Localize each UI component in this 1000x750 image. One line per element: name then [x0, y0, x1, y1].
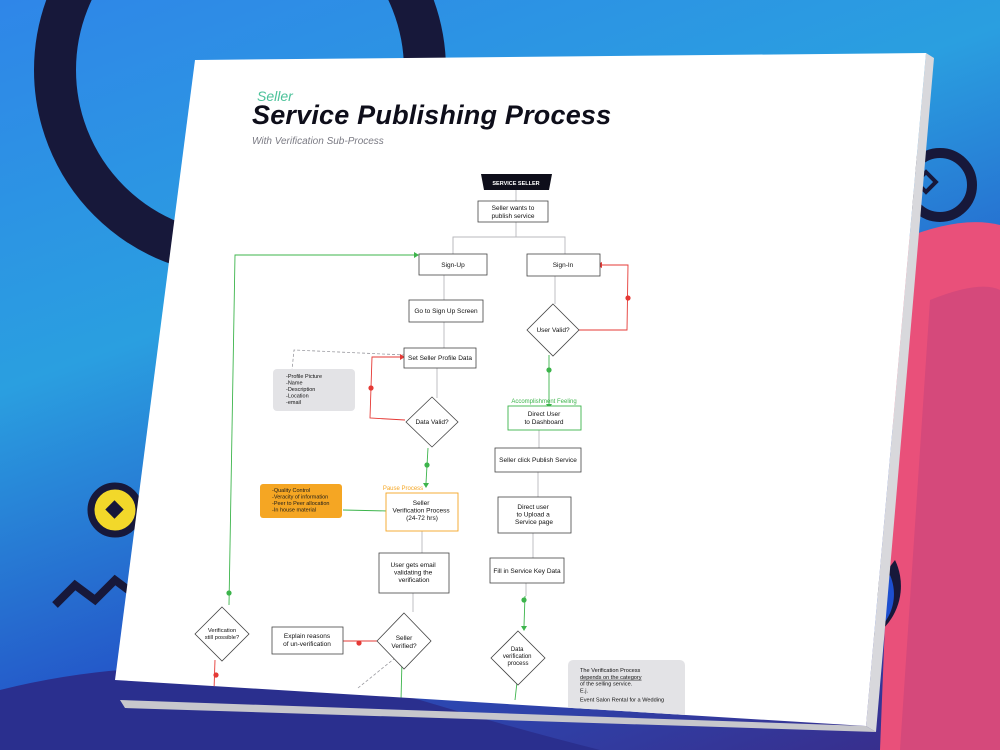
svg-text:Data verification: Data verification process — [503, 647, 533, 667]
decision-data-verification-line: verification — [503, 654, 532, 660]
decision-seller-verified-line2: Verified? — [391, 643, 417, 650]
node-explain-line1: Explain reasons — [284, 633, 331, 640]
actor-service-seller-label: SERVICE SELLER — [492, 181, 539, 187]
svg-text:-Quality Control -Veraci: -Quality Control -Veracity of informatio… — [272, 488, 331, 514]
note-quality-item: -In house material — [272, 508, 316, 514]
svg-text:User gets email validati: User gets email validating the verificat… — [391, 562, 438, 584]
note-category-line: The Verification Process — [580, 668, 641, 674]
note-quality-item: -Quality Control — [272, 488, 310, 494]
node-explain-reasons — [271, 626, 344, 655]
node-click-publish — [494, 447, 582, 473]
note-category — [568, 660, 685, 720]
node-direct-upload-line: Direct user — [517, 504, 549, 511]
note-profile-fields — [273, 369, 355, 411]
note-category-line: depends on the category — [580, 675, 642, 681]
node-sign-up — [418, 253, 488, 276]
actor-service-seller — [481, 174, 552, 190]
decision-data-verification — [490, 630, 546, 686]
decision-data-valid — [405, 396, 459, 448]
decision-data-valid-label: Data Valid? — [415, 419, 449, 426]
page-title: Service Publishing Process — [252, 100, 612, 130]
node-explain-line2: of un-verification — [283, 641, 331, 648]
node-direct-upload-line: to Upload a — [516, 512, 550, 519]
node-email-validating — [378, 552, 450, 594]
node-email-line: verification — [398, 577, 429, 584]
node-direct-dashboard-line1: Direct User — [528, 411, 561, 418]
node-direct-dashboard — [507, 405, 582, 431]
node-fill-key-data-label: Fill in Service Key Data — [493, 568, 561, 575]
note-quality-item: -Veracity of information — [272, 495, 328, 501]
node-verification-line: Seller — [413, 500, 430, 507]
node-verification-process — [385, 492, 459, 532]
node-direct-upload — [497, 496, 572, 534]
svg-text:The Verification Process: The Verification Process depends on the … — [580, 668, 664, 703]
node-direct-upload-line: Service page — [515, 519, 553, 526]
decision-user-valid-label: User Valid? — [536, 327, 570, 334]
label-accomplishment: Accomplishment Feeling — [511, 399, 576, 405]
node-verification-line: (24-72 hrs) — [406, 515, 438, 522]
decision-user-valid — [526, 303, 580, 357]
node-sign-in-label: Sign-In — [553, 262, 574, 269]
note-profile-item: -Location — [286, 394, 309, 400]
node-sign-up-label: Sign-Up — [441, 262, 465, 269]
note-quality-item: -Peer to Peer allocation — [272, 501, 329, 507]
label-pause-process: Pause Process — [383, 486, 423, 492]
sheet-surface — [115, 53, 926, 726]
decision-data-verification-line: Data — [511, 647, 524, 653]
decision-seller-verified-line1: Seller — [396, 635, 413, 642]
node-seller-wants — [477, 200, 549, 223]
node-set-profile — [403, 347, 477, 369]
note-category-line: E.j. — [580, 688, 589, 694]
node-click-publish-label: Seller click Publish Service — [499, 457, 577, 464]
decision-verification-possible-line2: still possible? — [205, 635, 240, 641]
node-email-line: User gets email — [391, 562, 437, 569]
note-profile-item: -Description — [286, 387, 315, 393]
header-eyebrow: Seller — [257, 88, 293, 104]
note-profile-item: -Profile Picture — [286, 374, 322, 380]
node-email-line: validating the — [394, 570, 433, 577]
node-go-to-signup-label: Go to Sign Up Screen — [414, 308, 478, 315]
svg-text:Direct user to Upload a: Direct user to Upload a Service page — [515, 504, 553, 526]
note-category-line: of the selling service. — [580, 682, 633, 688]
note-profile-item: -Name — [286, 381, 303, 387]
node-verification-line: Verification Process — [393, 508, 451, 515]
node-fill-key-data — [489, 557, 565, 584]
page-subtitle: With Verification Sub-Process — [252, 136, 384, 147]
node-seller-wants-line2: publish service — [492, 213, 535, 220]
note-profile-item: -email — [286, 400, 301, 406]
decision-seller-verified — [376, 612, 432, 670]
svg-text:Seller Verification Proc: Seller Verification Process (24-72 hrs) — [393, 500, 452, 522]
decision-data-verification-line: process — [507, 661, 528, 667]
svg-text:-Profile Picture -Name: -Profile Picture -Name -Description -Loc… — [286, 374, 324, 406]
sheet-edge — [866, 53, 934, 732]
decision-verification-possible — [194, 606, 250, 662]
note-category-line: Event Salon Rental for a Wedding — [580, 697, 664, 703]
node-go-to-signup — [408, 299, 484, 323]
node-sign-in — [526, 253, 601, 277]
node-seller-wants-line1: Seller wants to — [492, 205, 535, 212]
node-direct-dashboard-line2: to Dashboard — [524, 419, 563, 426]
note-quality-control — [260, 484, 342, 518]
node-set-profile-label: Set Seller Profile Data — [408, 355, 472, 362]
decision-verification-possible-line1: Verification — [208, 628, 236, 634]
